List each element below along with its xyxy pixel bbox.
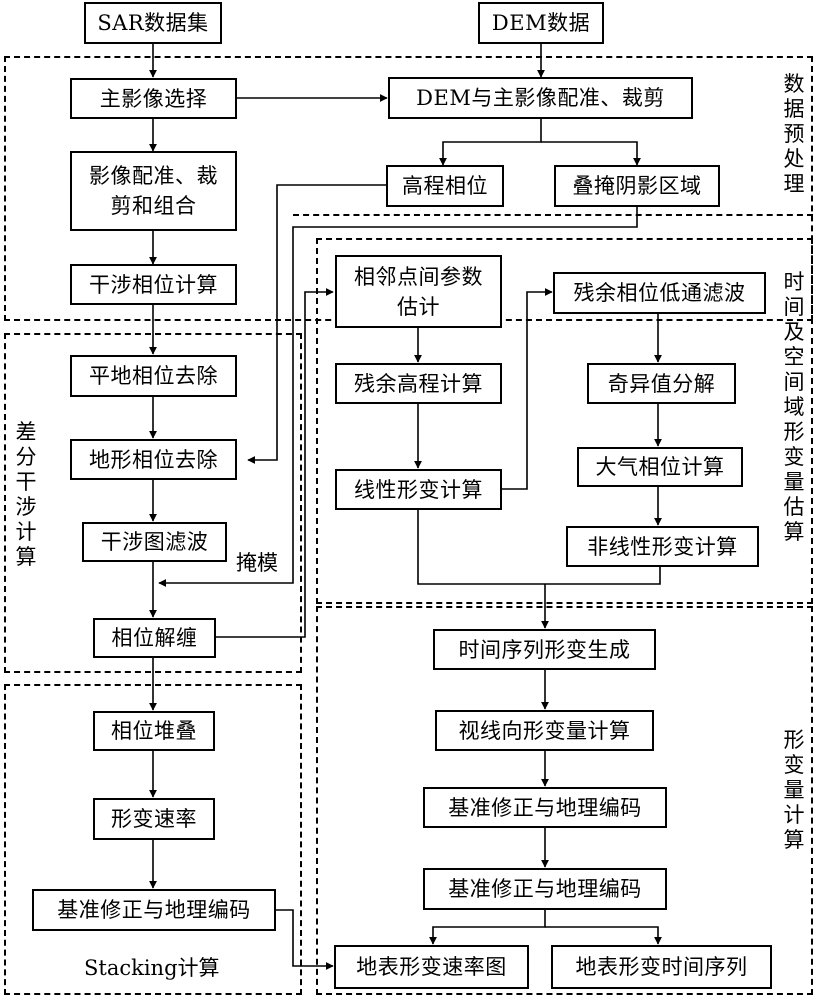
sar-dataset-box: SAR数据集	[84, 2, 222, 44]
stack-box: 相位堆叠	[93, 711, 215, 751]
arrow-stacking-to-ratemap	[276, 909, 334, 970]
elev-phase-box: 高程相位	[386, 165, 504, 207]
ts-generation-box: 时间序列形变生成	[433, 629, 656, 670]
geocode-1-box: 基准修正与地理编码	[423, 787, 667, 828]
stacking-label: Stacking计算	[84, 956, 220, 980]
los-deform-box: 视线向形变量计算	[435, 710, 654, 751]
elev-phase-label: 高程相位	[402, 174, 488, 198]
region-label-diff-interf: 差分干涉计算	[15, 420, 37, 569]
los-deform-label: 视线向形变量计算	[458, 718, 631, 743]
topo-phase-box: 地形相位去除	[70, 439, 237, 480]
interf-filter-label: 干涉图滤波	[100, 530, 209, 554]
split-demcoreg-right	[541, 141, 641, 166]
arrow-layover-to-mask	[158, 207, 638, 587]
img-coreg-line1: 影像配准、裁	[89, 164, 218, 188]
merge-linear	[417, 510, 545, 585]
region-stacking	[4, 684, 302, 995]
residual-height-box: 残余高程计算	[335, 363, 502, 404]
arrow-linear-to-lowpass	[500, 288, 553, 490]
svd-box: 奇异值分解	[587, 363, 736, 404]
geocode-stacking-box: 基准修正与地理编码	[32, 889, 276, 931]
sar-dataset-label: SAR数据集	[97, 11, 209, 35]
rate-map-box: 地表形变速率图	[334, 945, 529, 989]
nonlinear-deform-label: 非线性形变计算	[587, 534, 738, 559]
stack-label: 相位堆叠	[111, 719, 197, 743]
flat-earth-box: 平地相位去除	[70, 355, 237, 397]
ts-output-label: 地表形变时间序列	[575, 955, 748, 979]
arrow-unwrap-to-neighbor	[216, 288, 334, 638]
neighbor-param-line1: 相邻点间参数	[354, 264, 483, 289]
layover-shadow-box: 叠掩阴影区域	[554, 165, 720, 207]
region-label-preprocess: 数据预处理	[783, 72, 805, 196]
region-label-deformation: 形变量计算	[783, 728, 805, 852]
deform-rate-label: 形变速率	[111, 807, 197, 831]
master-select-box: 主影像选择	[70, 78, 237, 119]
split-geocode2	[429, 910, 546, 945]
merge-nonlinear	[545, 567, 661, 585]
nonlinear-deform-box: 非线性形变计算	[566, 526, 759, 567]
ts-generation-label: 时间序列形变生成	[458, 637, 631, 662]
mask-label: 掩模	[236, 551, 278, 575]
geocode-2-label: 基准修正与地理编码	[448, 877, 642, 901]
phase-unwrap-label: 相位解缠	[111, 626, 198, 650]
interf-phase-box: 干涉相位计算	[70, 264, 237, 305]
region-label-spatiotemporal: 时间及空间域形变量估算	[783, 270, 805, 544]
deform-rate-box: 形变速率	[93, 798, 215, 840]
neighbor-param-box: 相邻点间参数 估计	[335, 255, 502, 328]
flat-earth-label: 平地相位去除	[89, 364, 218, 388]
interf-phase-label: 干涉相位计算	[89, 272, 218, 297]
atmo-phase-box: 大气相位计算	[577, 447, 743, 487]
region-diff-interf	[4, 333, 302, 673]
geocode-1-label: 基准修正与地理编码	[448, 795, 642, 820]
region-divider	[293, 214, 813, 216]
topo-phase-label: 地形相位去除	[89, 447, 218, 472]
residual-lowpass-label: 残余相位低通滤波	[573, 281, 746, 305]
region-deformation	[316, 606, 813, 995]
atmo-phase-label: 大气相位计算	[595, 455, 725, 479]
img-coreg-box: 影像配准、裁 剪和组合	[70, 151, 237, 231]
dem-coreg-label: DEM与主影像配准、裁剪	[416, 86, 665, 110]
linear-deform-label: 线性形变计算	[354, 477, 483, 502]
dem-data-box: DEM数据	[478, 2, 604, 44]
ts-output-box: 地表形变时间序列	[551, 945, 772, 989]
region-spatiotemporal	[316, 238, 813, 604]
phase-unwrap-box: 相位解缠	[93, 618, 216, 658]
master-select-label: 主影像选择	[99, 86, 208, 111]
arrow-elev-to-topo	[247, 184, 386, 464]
geocode-2-box: 基准修正与地理编码	[423, 868, 667, 910]
dem-coreg-box: DEM与主影像配准、裁剪	[388, 77, 693, 119]
residual-height-label: 残余高程计算	[354, 371, 483, 396]
dem-data-label: DEM数据	[491, 11, 591, 35]
geocode-stacking-label: 基准修正与地理编码	[57, 898, 251, 922]
img-coreg-line2: 剪和组合	[110, 194, 197, 218]
residual-lowpass-box: 残余相位低通滤波	[553, 272, 766, 314]
split-geocode2-right	[545, 926, 662, 945]
layover-shadow-label: 叠掩阴影区域	[572, 174, 702, 198]
split-demcoreg	[439, 118, 542, 166]
neighbor-param-line2: 估计	[397, 294, 440, 319]
svd-label: 奇异值分解	[607, 371, 716, 396]
interf-filter-box: 干涉图滤波	[82, 522, 227, 562]
rate-map-label: 地表形变速率图	[356, 955, 507, 979]
linear-deform-box: 线性形变计算	[335, 469, 502, 510]
